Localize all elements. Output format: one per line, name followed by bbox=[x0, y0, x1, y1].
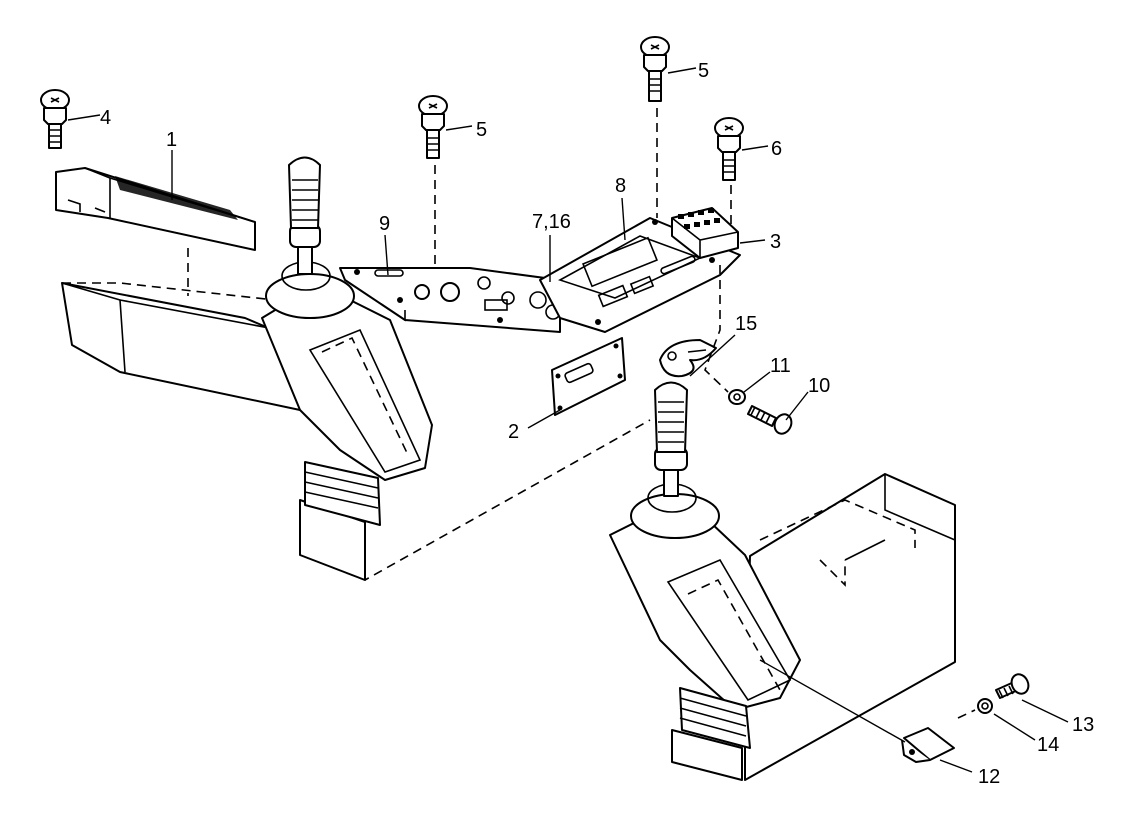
callout-8: 8 bbox=[615, 175, 626, 197]
left-housing-hidden bbox=[321, 336, 409, 456]
part-15-clip bbox=[659, 339, 717, 378]
callout-5-left: 5 bbox=[476, 119, 487, 141]
leader-lines bbox=[67, 67, 1069, 773]
callout-10: 10 bbox=[808, 375, 830, 397]
right-base bbox=[671, 729, 743, 781]
left-grip-knurl bbox=[292, 179, 318, 221]
left-console bbox=[61, 156, 651, 581]
left-joystick-grip bbox=[288, 156, 321, 229]
callout-11: 11 bbox=[770, 355, 791, 377]
callout-labels: 1 2 3 4 5 5 6 7,16 8 9 10 11 12 13 14 15 bbox=[100, 60, 1094, 788]
part-11-washer bbox=[728, 389, 746, 405]
part-5-screw-left bbox=[418, 95, 448, 268]
part-4-screw bbox=[40, 89, 70, 149]
callout-6: 6 bbox=[771, 138, 782, 160]
part-3-connector-block bbox=[671, 207, 739, 259]
guide-line-12-14 bbox=[957, 709, 976, 719]
part-13-bolt bbox=[995, 673, 1030, 699]
left-armrest-hidden bbox=[62, 282, 276, 301]
callout-12: 12 bbox=[978, 766, 1000, 788]
callout-5-right: 5 bbox=[698, 60, 709, 82]
right-box-edges bbox=[844, 474, 956, 561]
part-9-left-panel bbox=[339, 267, 561, 333]
left-pedestal-hidden-edges bbox=[299, 419, 651, 581]
right-housing-panel bbox=[666, 558, 792, 702]
right-box-hidden bbox=[759, 499, 916, 587]
part-14-nut bbox=[977, 698, 993, 714]
left-joystick-shaft bbox=[297, 243, 313, 275]
left-armrest-body bbox=[61, 282, 301, 411]
callout-9: 9 bbox=[379, 213, 390, 235]
right-console bbox=[609, 381, 956, 781]
part-5-screw-right bbox=[640, 36, 670, 218]
callout-1: 1 bbox=[166, 129, 177, 151]
callout-13: 13 bbox=[1072, 714, 1094, 736]
left-armrest-edges bbox=[61, 282, 281, 373]
callout-14: 14 bbox=[1037, 734, 1059, 756]
right-bellows bbox=[679, 687, 751, 749]
part-10-screw bbox=[747, 405, 793, 435]
guide-line-15-11 bbox=[704, 265, 729, 393]
right-grip-knurl bbox=[658, 401, 684, 443]
left-bellows bbox=[304, 461, 381, 526]
left-housing-panel bbox=[308, 328, 422, 473]
part-12-bracket bbox=[901, 727, 955, 763]
part-2-bracket-plate bbox=[551, 337, 626, 416]
right-joystick-grip bbox=[654, 381, 688, 453]
callout-7-16: 7,16 bbox=[532, 211, 571, 233]
left-joystick-boot bbox=[265, 273, 355, 319]
callout-15: 15 bbox=[735, 313, 757, 335]
callout-4: 4 bbox=[100, 107, 111, 129]
callout-2: 2 bbox=[508, 421, 519, 443]
part-6-screw bbox=[714, 117, 744, 228]
right-joystick-shaft bbox=[663, 467, 679, 497]
right-housing-hidden bbox=[687, 578, 781, 691]
callout-3: 3 bbox=[770, 231, 781, 253]
part-1-armrest-cover bbox=[55, 167, 256, 251]
right-joystick-boot bbox=[630, 493, 720, 539]
